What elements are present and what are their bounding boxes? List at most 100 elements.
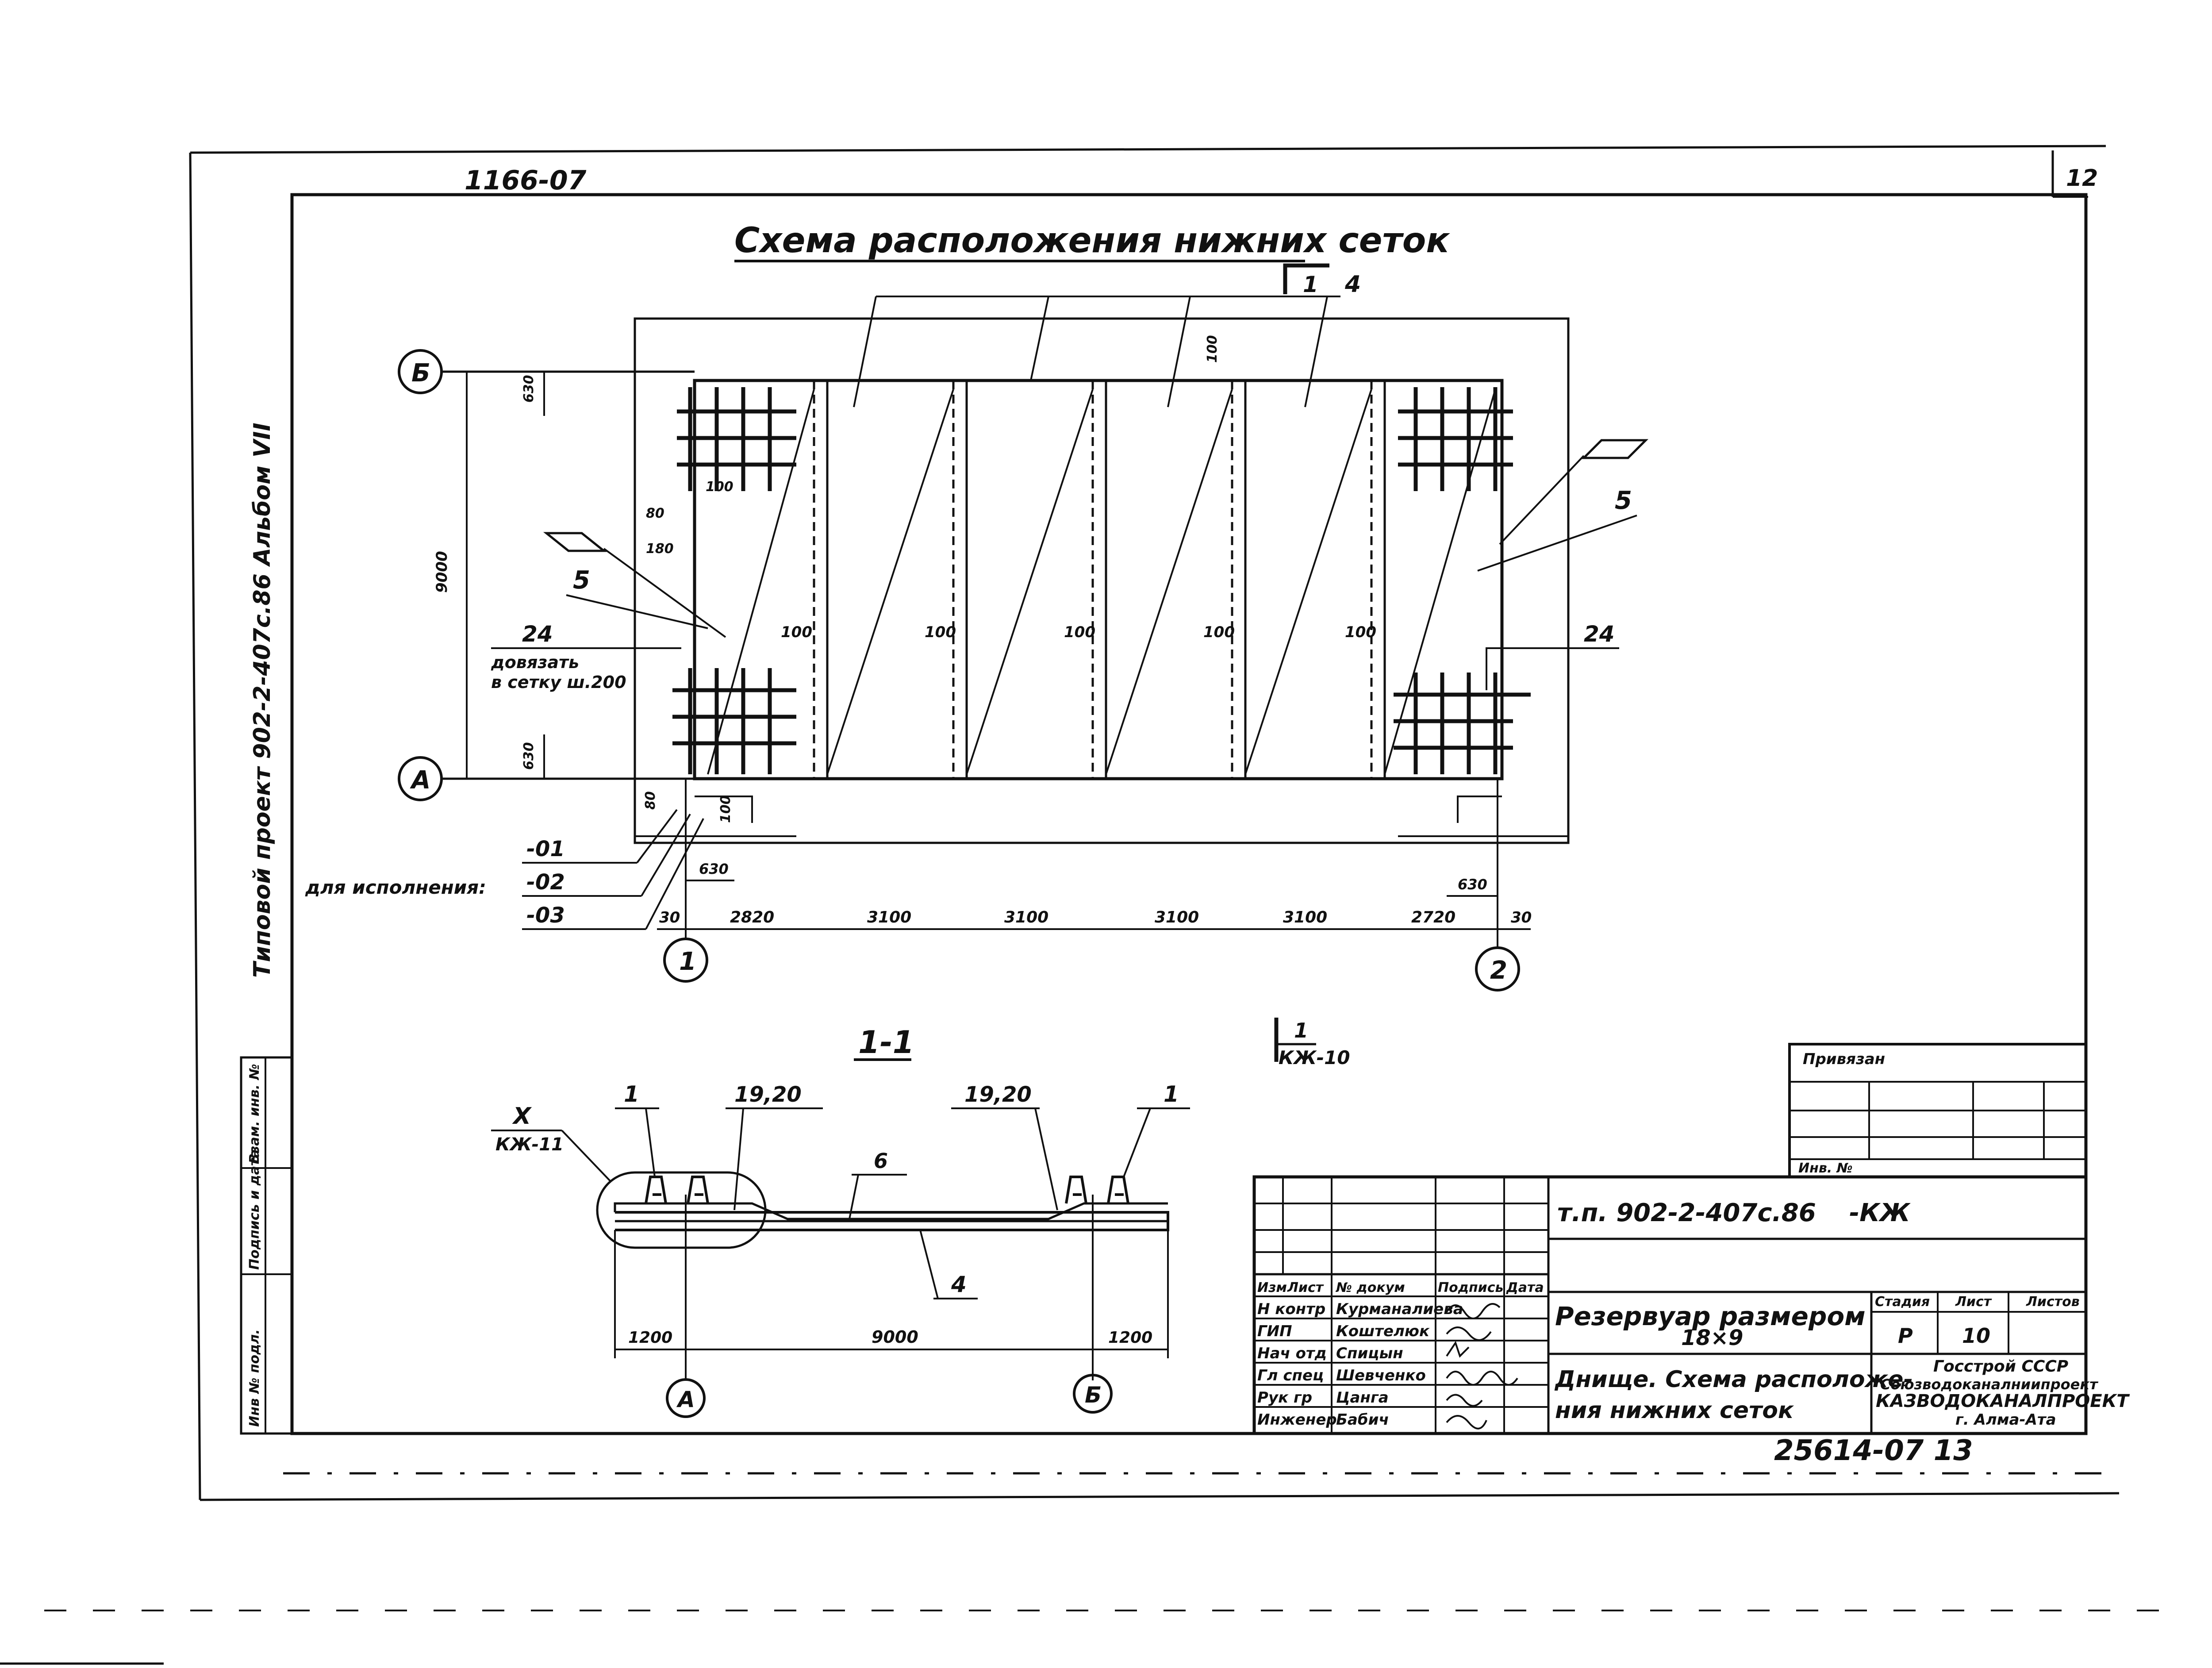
bottom-dim-2820: 2820 <box>730 908 774 926</box>
callout-5-left: 5 <box>573 566 590 595</box>
section-node-label: X <box>512 1103 532 1130</box>
sheet-corner-number: 12 <box>2066 165 2098 192</box>
tb-header-sign: Подпись <box>1438 1280 1503 1295</box>
tb-sheet-title-2: ния нижних сеток <box>1555 1397 1794 1424</box>
tb-name-5: Бабич <box>1336 1411 1389 1429</box>
bottom-dim-3100-a: 3100 <box>867 908 911 926</box>
tb-sheet-header: Лист <box>1955 1294 1992 1310</box>
mesh-bays <box>706 380 1502 780</box>
tb-name-1: Коштелюк <box>1336 1322 1430 1340</box>
tb-role-4: Рук гр <box>1257 1389 1312 1407</box>
tb-role-5: Инженер <box>1257 1411 1337 1429</box>
dim-630-right: 630 <box>1458 876 1487 893</box>
tb-mark: -КЖ <box>1849 1199 1911 1227</box>
tb-header-date: Дата <box>1506 1280 1544 1295</box>
side-box-sign: Подпись и дата <box>247 1149 262 1270</box>
left-dim-630-top: 630 <box>521 375 537 403</box>
axis-label-a: А <box>410 766 430 795</box>
slab-outline <box>693 379 1504 780</box>
archive-code: 1166-07 <box>465 165 587 196</box>
gap-dim-1: 100 <box>781 623 812 641</box>
bottom-dim-3100-c: 3100 <box>1155 908 1199 926</box>
attach-block: Привязан Инв. № <box>1788 1043 2087 1178</box>
tb-stage: Р <box>1898 1324 1913 1348</box>
signatures <box>1446 1303 1518 1430</box>
tb-object-name-1: Резервуар размером <box>1555 1301 1866 1331</box>
bottom-dim-3100-b: 3100 <box>1004 908 1048 926</box>
tb-designation: т.п. 902-2-407с.86 <box>1557 1199 1816 1227</box>
section-node-ref: КЖ-11 <box>495 1134 564 1155</box>
tb-header-izm: Изм <box>1257 1280 1287 1295</box>
variants-label: для исполнения: <box>305 876 486 898</box>
foundation-outline <box>634 317 1570 844</box>
gap-dim-4: 100 <box>1203 623 1235 641</box>
plan-small-dim-100: 100 <box>706 479 733 495</box>
left-dim-80-bottom: 80 <box>643 791 658 810</box>
plan-section-marker: 1 <box>1303 272 1318 297</box>
tb-org-4: г. Алма-Ата <box>1955 1411 2056 1429</box>
tb-role-3: Гл спец <box>1257 1367 1324 1384</box>
section-callout-1-left: 1 <box>624 1081 639 1107</box>
bottom-dim-2720: 2720 <box>1411 908 1455 926</box>
callout-5-right: 5 <box>1615 486 1632 515</box>
section-callout-1920-left: 19,20 <box>734 1082 802 1107</box>
axis-label-1: 1 <box>679 947 696 976</box>
sheet-frame <box>189 145 2120 1501</box>
plan-top-callout: 4 <box>1344 271 1361 298</box>
tb-header-list: Лист <box>1287 1280 1324 1295</box>
tb-org-2: Союзводоканалниипроект <box>1880 1376 2099 1393</box>
bottom-code: 25614-07 13 <box>1774 1434 1973 1467</box>
section-callout-4: 4 <box>951 1272 967 1297</box>
side-strip: Типовой проект 902-2-407с.86 Альбом VII … <box>240 423 293 1435</box>
tb-stage-header: Стадия <box>1875 1294 1930 1310</box>
tb-name-3: Шевченко <box>1336 1367 1426 1384</box>
tb-sheet-no: 10 <box>1962 1324 1990 1348</box>
section-axis-a-bubble <box>666 1378 706 1418</box>
plan-top-dim-100: 100 <box>1205 335 1220 363</box>
plan-note-line2: в сетку ш.200 <box>491 673 626 692</box>
attach-inv-label: Инв. № <box>1798 1161 1853 1176</box>
section-axis-b-bubble <box>1073 1374 1113 1414</box>
side-strip-text: Типовой проект 902-2-407с.86 Альбом VII <box>249 423 276 978</box>
tb-object-name-2: 18×9 <box>1681 1326 1743 1350</box>
left-dim-80: 80 <box>646 506 664 521</box>
callout-24-right: 24 <box>1584 621 1615 647</box>
tb-role-0: Н контр <box>1257 1300 1325 1318</box>
section-ref-num: 1 <box>1294 1018 1308 1042</box>
dim-630-left: 630 <box>699 861 729 877</box>
section-dim-9000: 9000 <box>872 1327 918 1347</box>
tb-org-1: Госстрой СССР <box>1933 1357 2068 1376</box>
section-ref-sheet: КЖ-10 <box>1279 1047 1350 1068</box>
attach-label: Привязан <box>1803 1050 1885 1068</box>
gap-dim-3: 100 <box>1064 623 1095 641</box>
tb-role-1: ГИП <box>1257 1322 1292 1340</box>
variant-01: -01 <box>526 837 565 861</box>
gap-dim-2: 100 <box>925 623 956 641</box>
axis-label-b: Б <box>411 359 430 388</box>
section-callout-6: 6 <box>874 1149 888 1173</box>
section-title: 1-1 <box>858 1024 914 1061</box>
tb-name-0: Курманалиева <box>1336 1300 1463 1318</box>
section-callout-1920-right: 19,20 <box>964 1082 1032 1107</box>
section-dim-1200-left: 1200 <box>628 1329 672 1347</box>
section-axis-a: А <box>676 1387 695 1412</box>
corner-rebar <box>672 387 1531 774</box>
plan-note-line1: довязать <box>491 653 579 672</box>
tb-name-4: Цанга <box>1336 1389 1389 1407</box>
variant-03: -03 <box>526 903 565 928</box>
section-dim-1200-right: 1200 <box>1108 1329 1152 1347</box>
inner-frame <box>290 193 2088 1435</box>
axis-label-2: 2 <box>1490 956 1507 985</box>
variant-02: -02 <box>526 870 565 895</box>
callout-24-left: 24 <box>522 621 553 647</box>
left-dim-100-bottom: 100 <box>718 795 733 823</box>
plan-view: Схема расположения нижних сеток 1 4 <box>305 221 1649 992</box>
plan-total-height: 9000 <box>433 551 451 593</box>
title-block: т.п. 902-2-407с.86 -КЖ Изм Лист № докум … <box>1252 1175 2130 1435</box>
tb-header-doc: № докум <box>1335 1280 1405 1295</box>
tb-org-3: КАЗВОДОКАНАЛПРОЕКТ <box>1876 1391 2130 1411</box>
left-dim-630-bottom: 630 <box>521 742 537 770</box>
bottom-dim-30-right: 30 <box>1511 909 1532 926</box>
tb-sheets-header: Листов <box>2026 1294 2080 1310</box>
